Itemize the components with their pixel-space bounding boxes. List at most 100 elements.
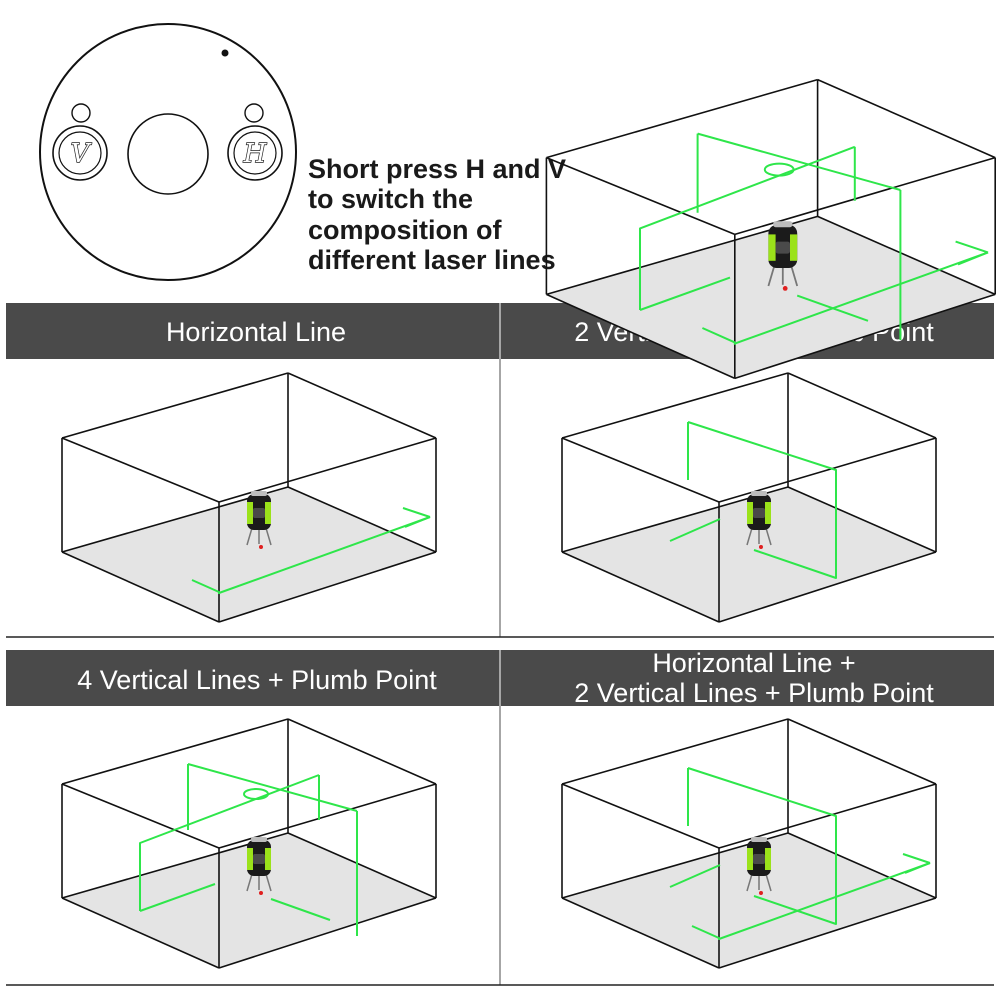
room-4-vertical-lines (61, 718, 437, 969)
room-edge (561, 783, 720, 849)
vertical-laser-line (639, 145, 856, 310)
v-key-button[interactable]: V (52, 125, 108, 181)
room-floor (562, 487, 936, 622)
device-plumb-dot (259, 545, 263, 549)
room-edge (287, 486, 437, 553)
device-tripod-leg (246, 873, 253, 892)
device-top-cap (251, 837, 267, 842)
keypad-center-circle (127, 113, 209, 195)
v-key-label: V (71, 139, 92, 169)
device-plumb-dot (759, 891, 763, 895)
vertical-laser-line (639, 276, 731, 311)
device-side-stripe (765, 848, 771, 870)
room-edge (287, 372, 437, 439)
room-horizontal-and-2-vertical-lines (561, 718, 937, 969)
device-side-stripe (768, 234, 776, 261)
horizontal-laser-line (902, 853, 931, 864)
room-edge (787, 372, 937, 439)
device-window (253, 508, 265, 518)
device-tripod-leg (265, 873, 272, 892)
vertical-laser-line (669, 864, 721, 888)
room-edge (218, 551, 437, 623)
device-window (753, 508, 765, 518)
device-side-stripe (790, 234, 798, 261)
room-edge (561, 718, 789, 785)
room-edge (287, 832, 437, 899)
room-edge (787, 832, 937, 899)
room-edge (61, 437, 220, 503)
laser-level-device (246, 491, 272, 549)
room-edge (61, 551, 220, 623)
horizontal-laser-line (955, 240, 989, 254)
room-floor (62, 487, 436, 622)
mode-band-h-2v-plumb (501, 650, 994, 706)
room-edge (817, 78, 996, 159)
device-side-stripe (247, 848, 253, 870)
device-side-stripe (765, 502, 771, 524)
room-edge (718, 551, 937, 623)
horizontal-laser-line (904, 862, 931, 874)
device-tripod-leg (765, 873, 772, 892)
room-edge (787, 718, 937, 785)
device-side-stripe (747, 502, 753, 524)
vertical-laser-line (697, 132, 901, 191)
room-edge (817, 215, 996, 296)
plumb-point-crosshair (243, 788, 269, 800)
mode-label-h-2v-line-1: Horizontal Line + (652, 648, 855, 678)
device-tripod-leg (246, 527, 253, 546)
horizontal-laser-line (701, 327, 736, 345)
mode-label-4v-plumb: 4 Vertical Lines + Plumb Point (77, 665, 437, 695)
vertical-laser-line (669, 518, 721, 542)
instruction-line-3: composition of (308, 215, 502, 245)
room-floor (546, 216, 996, 379)
mode-band-4v-plumb (6, 650, 499, 706)
device-plumb-dot (259, 891, 263, 895)
laser-level-device (746, 491, 772, 549)
keypad-indicator-dot (221, 49, 229, 57)
room-edge (61, 372, 289, 439)
device-tripod-leg (767, 265, 776, 287)
laser-level-device (767, 221, 799, 291)
keypad-panel: V H (39, 23, 297, 281)
horizontal-laser-line (402, 507, 431, 518)
room-floor (562, 833, 936, 968)
instruction-line-2: to switch the (308, 184, 473, 214)
room-edge (787, 486, 937, 553)
device-top-cap (751, 837, 767, 842)
room-edge (287, 718, 437, 785)
room-edge (561, 897, 720, 969)
vertical-laser-line (139, 883, 216, 912)
horizontal-laser-line (957, 251, 989, 266)
device-window (753, 854, 765, 864)
plumb-point-crosshair (763, 162, 795, 177)
device-tripod-leg (746, 527, 753, 546)
device-top-cap (251, 491, 267, 496)
h-key-button[interactable]: H (227, 125, 283, 181)
room-edge (61, 718, 289, 785)
device-tripod-leg (790, 265, 799, 287)
device-tripod-leg (265, 527, 272, 546)
room-all-lines (545, 78, 997, 380)
horizontal-laser-line (404, 516, 431, 528)
vertical-laser-line (139, 774, 320, 911)
vertical-laser-line (687, 421, 837, 579)
device-tripod-leg (746, 873, 753, 892)
instruction-line-4: different laser lines (308, 245, 556, 275)
room-floor (62, 833, 436, 968)
room-edge (718, 897, 937, 969)
vertical-laser-line (796, 294, 869, 322)
room-edge (546, 293, 736, 380)
device-side-stripe (265, 848, 271, 870)
instruction-text: Short press H and V to switch the compos… (308, 154, 566, 275)
device-top-cap (773, 221, 793, 228)
room-edge (734, 293, 996, 380)
device-side-stripe (747, 848, 753, 870)
mode-band-horizontal (6, 303, 499, 359)
laser-level-device (746, 837, 772, 895)
v-key-led (71, 103, 91, 123)
horizontal-laser-line (218, 516, 431, 594)
room-edge (546, 78, 818, 159)
room-edge (546, 156, 736, 236)
room-edge (218, 897, 437, 969)
